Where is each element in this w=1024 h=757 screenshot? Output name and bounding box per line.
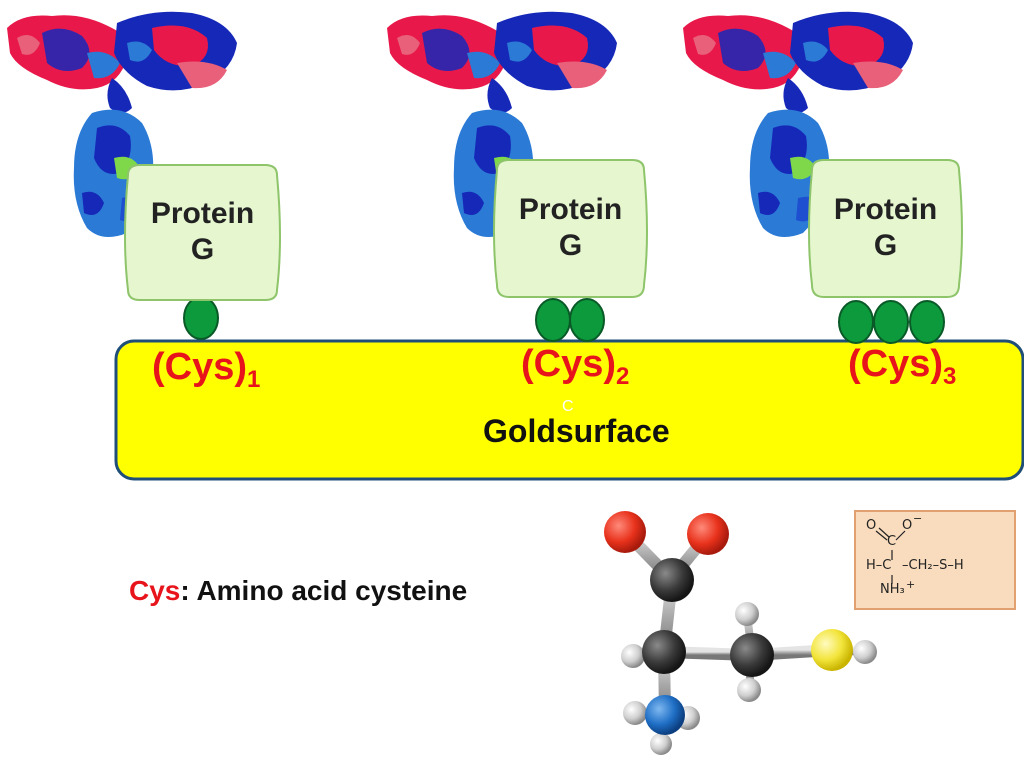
protein-g-label-3: Protein G [812, 192, 959, 264]
protein-label-line2: G [873, 229, 898, 262]
cys-label-2: (Cys)2 [521, 343, 629, 391]
sulfur-atom [811, 629, 853, 671]
hydrogen-atom [623, 701, 647, 725]
formula-charge-minus: − [913, 512, 923, 525]
formula-o-right: O [902, 518, 913, 533]
protein-g-3 [808, 159, 963, 298]
cys-dot [535, 298, 571, 342]
cysteine-molecule-model [604, 511, 877, 755]
gold-word: Gold [483, 413, 556, 449]
cys-count: 3 [943, 363, 957, 390]
gold-surface-label: Goldsurface [483, 413, 670, 450]
oxygen-atom [604, 511, 646, 553]
cys-dot [183, 296, 219, 340]
cys-dot [909, 300, 945, 344]
cys-count: 1 [247, 366, 261, 393]
protein-g-label-1: Protein G [128, 196, 277, 268]
carbon-atom [730, 633, 774, 677]
cys-text: (Cys) [152, 346, 248, 388]
cys-label-3: (Cys)3 [848, 343, 956, 391]
nitrogen-atom [645, 695, 685, 735]
hydrogen-atom [650, 733, 672, 755]
legend: Cys: Amino acid cysteine [129, 575, 467, 607]
cys-dots-2 [535, 298, 605, 342]
stray-character: C [562, 398, 574, 415]
formula-h-c: H–C [866, 558, 892, 573]
cys-dot [873, 300, 909, 344]
protein-g-1 [124, 164, 281, 301]
surface-word: surface [555, 413, 670, 449]
protein-label-line1: Protein [150, 197, 255, 230]
formula-bonds [875, 527, 906, 584]
formula-c-top: C [887, 534, 897, 549]
hydrogen-atom [621, 644, 645, 668]
formula-chain: –CH₂–S–H [902, 558, 964, 573]
formula-o-left: O [866, 518, 877, 533]
protein-g-2 [493, 159, 648, 298]
legend-key: Cys [129, 575, 181, 606]
protein-label-line2: G [190, 233, 215, 266]
structural-formula-box: O C O − H–C –CH₂–S–H NH₃ + [854, 510, 1016, 610]
cys-label-1: (Cys)1 [152, 346, 260, 394]
cys-dots-1 [183, 296, 219, 340]
cys-dot [569, 298, 605, 342]
cys-text: (Cys) [521, 343, 617, 385]
formula-charge-plus: + [906, 578, 916, 591]
carbon-atom [642, 630, 686, 674]
cys-count: 2 [616, 363, 630, 390]
cys-text: (Cys) [848, 343, 944, 385]
cys-dot [838, 300, 874, 344]
hydrogen-atom [735, 602, 759, 626]
protein-label-line2: G [558, 229, 583, 262]
protein-label-line1: Protein [518, 193, 623, 226]
cys-dots-3 [838, 300, 945, 344]
carbon-atom [650, 558, 694, 602]
gold-surface [114, 339, 1024, 481]
oxygen-atom [687, 513, 729, 555]
protein-g-label-2: Protein G [497, 192, 644, 264]
hydrogen-atom [853, 640, 877, 664]
legend-text: : Amino acid cysteine [180, 575, 468, 606]
formula-nh3: NH₃ [880, 582, 905, 597]
hydrogen-atom [737, 678, 761, 702]
protein-label-line1: Protein [833, 193, 938, 226]
